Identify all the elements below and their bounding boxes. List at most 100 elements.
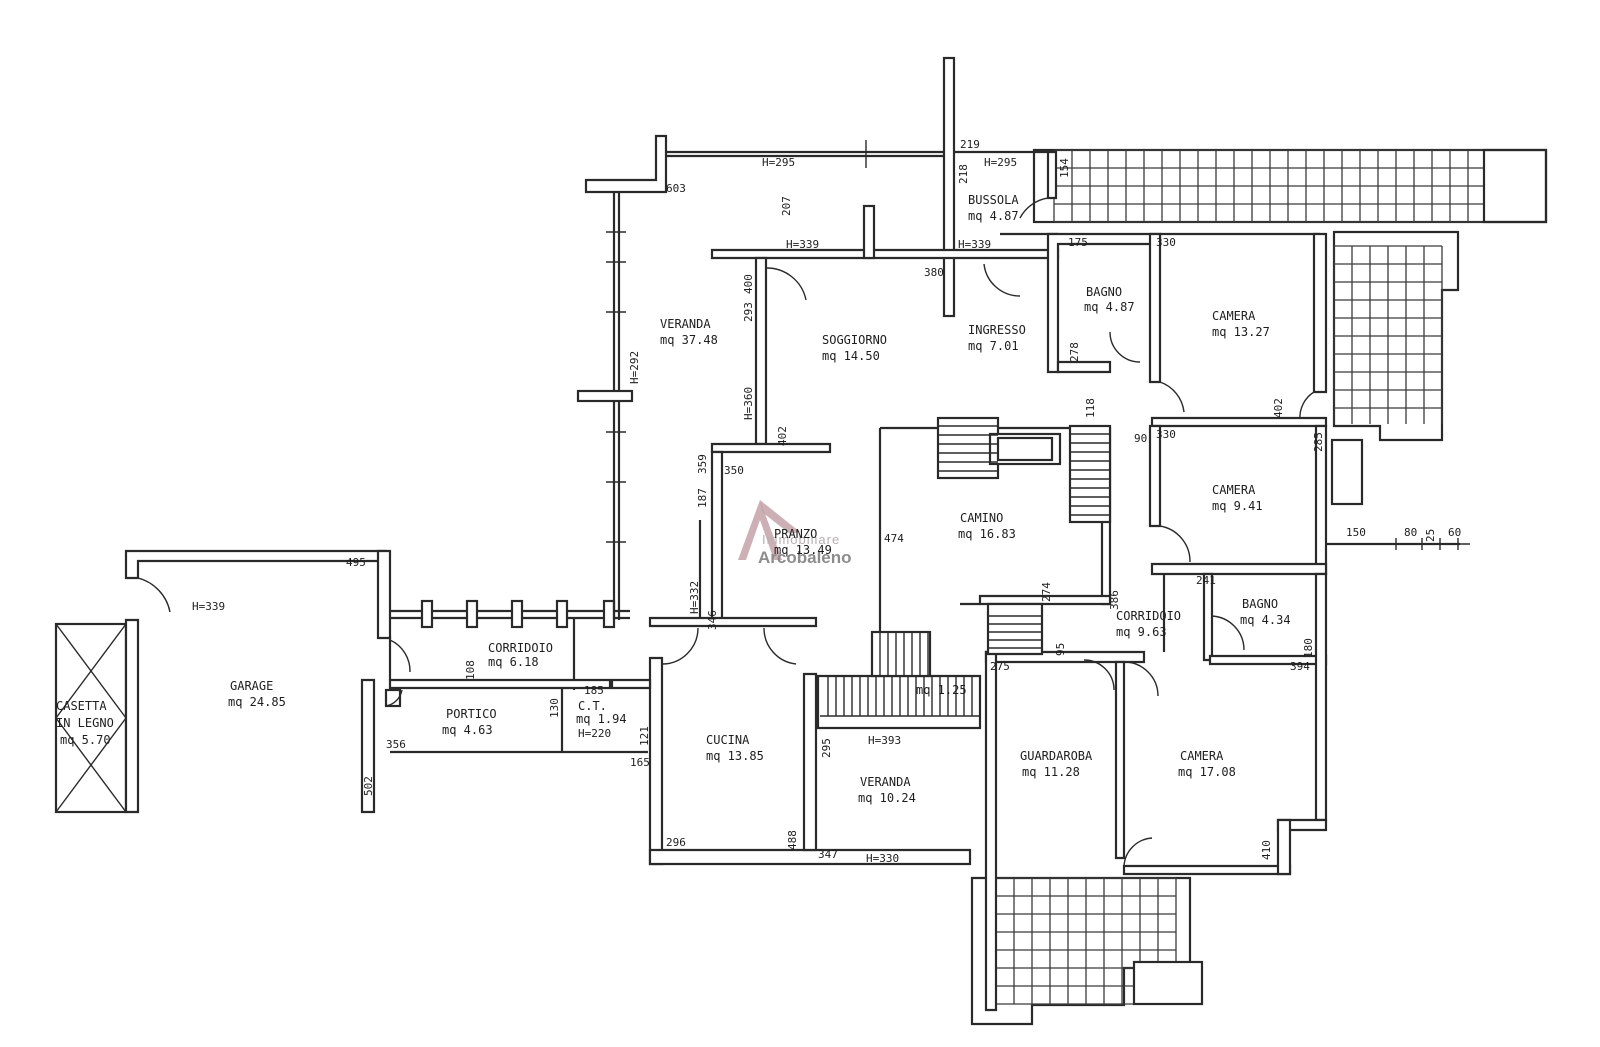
room-height-ct: H=220 [578,727,611,740]
room-area-sottoscala: mq 1.25 [916,683,967,697]
dimension-line [1326,538,1470,550]
room-area-soggiorno: mq 14.50 [822,349,880,363]
room-name-ingresso: INGRESSO [968,323,1026,337]
dim-207: 207 [780,196,793,216]
terrace-right [1332,230,1460,442]
room-name2-casetta: IN LEGNO [56,716,114,730]
room-area-portico: mq 4.63 [442,723,493,737]
room-area-corridoio-2: mq 9.63 [1116,625,1167,639]
dim-386: 386 [1108,590,1121,610]
room-area-bagno-2: mq 4.34 [1240,613,1291,627]
dim-h330: H=330 [866,852,899,865]
room-name-casetta: CASETTA [56,699,107,713]
dim-359: 359 [696,454,709,474]
room-area-bussola: mq 4.87 [968,209,1019,223]
dim-410: 410 [1260,840,1273,860]
dim-130: 130 [548,698,561,718]
dim-502: 502 [362,776,375,796]
room-name-pranzo: PRANZO [774,527,817,541]
garage-walls [124,549,411,814]
room-area-casetta: mq 5.70 [60,733,111,747]
dim-400: 400 [742,274,755,294]
dim-330b: 330 [1156,428,1176,441]
room-area-corridoio-1: mq 6.18 [488,655,539,669]
dim-h339b: H=339 [958,238,991,251]
dim-h332: H=332 [688,581,701,614]
dim-346: 346 [706,610,719,630]
room-name-camera-1: CAMERA [1212,309,1256,323]
room-area-ct: mq 1.94 [576,712,627,726]
room-name-corridoio-1: CORRIDOIO [488,641,553,655]
dim-394: 394 [1290,660,1310,673]
dim-h360: H=360 [742,387,755,420]
room-name-bussola: BUSSOLA [968,193,1019,207]
room-area-camera-1: mq 13.27 [1212,325,1270,339]
watermark-line2: Arcobaleno [758,548,852,567]
dim-330a: 330 [1156,236,1176,249]
dim-474: 474 [884,532,904,545]
dim-495: 495 [346,556,366,569]
room-area-ingresso: mq 7.01 [968,339,1019,353]
dim-175: 175 [1068,236,1088,249]
dim-296: 296 [666,836,686,849]
dim-h295a: H=295 [762,156,795,169]
dim-402b: 402 [1272,398,1285,418]
dim-165: 165 [630,756,650,769]
dim-185: 185 [584,684,604,697]
dimension-labels: H=295 H=295 H=339 H=339 H=339 H=393 H=33… [192,138,1461,865]
room-area-veranda-small: mq 10.24 [858,791,916,805]
dim-347: 347 [818,848,838,861]
room-area-camino: mq 16.83 [958,527,1016,541]
room-labels: GARAGE mq 24.85 CASETTA IN LEGNO mq 5.70… [56,193,1291,805]
dim-118: 118 [1084,398,1097,418]
room-name-veranda-big: VERANDA [660,317,711,331]
room-area-garage: mq 24.85 [228,695,286,709]
dim-402a: 402 [776,426,789,446]
dim-380: 380 [924,266,944,279]
stair-treads [827,425,1110,716]
room-area-camera-2: mq 9.41 [1212,499,1263,513]
dim-187: 187 [696,488,709,508]
room-area-veranda-big: mq 37.48 [660,333,718,347]
room-name-camino: CAMINO [960,511,1003,525]
dim-278: 278 [1068,342,1081,362]
dim-154: 154 [1058,158,1071,178]
room-name-veranda-small: VERANDA [860,775,911,789]
watermark-line1: Immobiliare [762,532,840,547]
room-name-camera-3: CAMERA [1180,749,1224,763]
room-name-garage: GARAGE [230,679,273,693]
dim-219: 219 [960,138,980,151]
terrace-bottom [970,876,1204,1026]
terrace-top-right [1032,148,1548,224]
room-name-bagno-1: BAGNO [1086,285,1122,299]
room-name-soggiorno: SOGGIORNO [822,333,887,347]
dim-60: 60 [1448,526,1461,539]
dim-488: 488 [786,830,799,850]
dim-295: 295 [820,738,833,758]
service-block [384,618,648,754]
dim-356: 356 [386,738,406,751]
room-name-cucina: CUCINA [706,733,750,747]
dim-293: 293 [742,302,755,322]
dim-180: 180 [1302,638,1315,658]
dim-h339c: H=339 [192,600,225,613]
dim-603: 603 [666,182,686,195]
dim-350: 350 [724,464,744,477]
room-name-bagno-2: BAGNO [1242,597,1278,611]
dim-90: 90 [1134,432,1147,445]
dim-285: 285 [1312,432,1325,452]
dim-121: 121 [638,726,651,746]
room-name-ct: C.T. [578,699,607,713]
room-name-guardaroba: GUARDAROBA [1020,749,1093,763]
dim-218: 218 [957,164,970,184]
room-name-corridoio-2: CORRIDOIO [1116,609,1181,623]
colonnade [390,599,630,629]
dim-h292: H=292 [628,351,641,384]
room-area-pranzo: mq 13.49 [774,543,832,557]
dim-95: 95 [1054,643,1067,656]
dim-108: 108 [464,660,477,680]
watermark-logo: Immobiliare Arcobaleno [738,500,852,567]
dim-h295b: H=295 [984,156,1017,169]
